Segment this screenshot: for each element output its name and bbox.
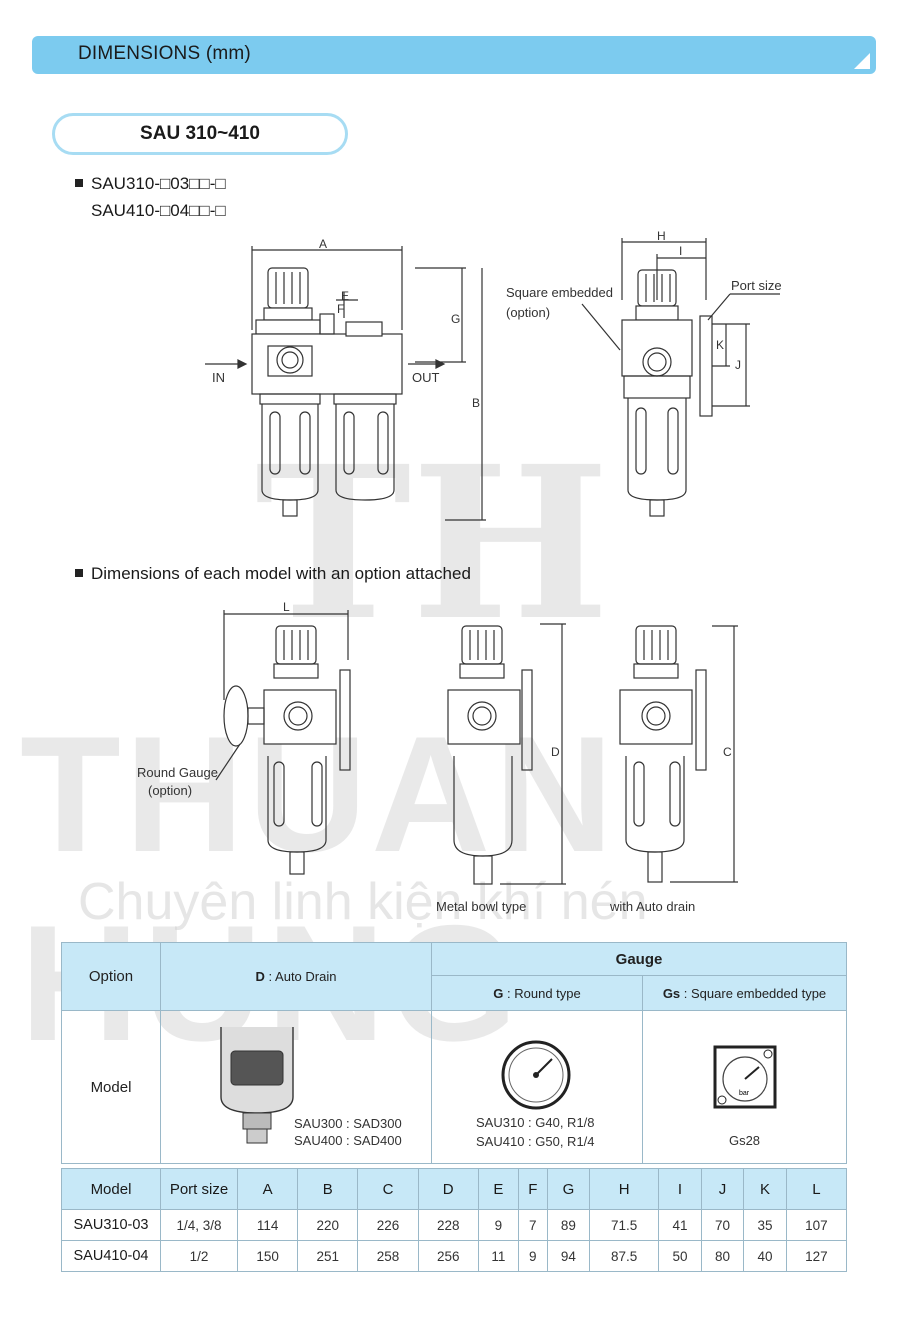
table-cell: 127: [785, 1240, 848, 1272]
table-row: SAU410-04 1/2 150 251 258 256 11 9 94 87…: [61, 1240, 848, 1272]
table-cell: 9: [517, 1240, 548, 1272]
dim-label-e: E: [341, 289, 350, 303]
col-a: A: [236, 1168, 299, 1210]
table-row: SAU310-03 1/4, 3/8 114 220 226 228 9 7 8…: [61, 1209, 848, 1241]
col-c: C: [357, 1168, 419, 1210]
technical-drawings: [205, 238, 780, 885]
table-cell: 87.5: [589, 1240, 660, 1272]
table-cell: 1/2: [160, 1240, 238, 1272]
model-line-1: SAU310-□03□□-□: [75, 174, 226, 194]
label-round-gauge-option: (option): [148, 783, 193, 798]
label-in: IN: [212, 370, 225, 385]
round-gauge-models: SAU310 : G40, R1/8 SAU410 : G50, R1/4: [476, 1115, 595, 1149]
label-port-size: Port size: [731, 278, 782, 293]
section-title: DIMENSIONS (mm): [78, 43, 251, 64]
table-cell: 251: [297, 1240, 359, 1272]
col-i: I: [658, 1168, 702, 1210]
table-cell: 1/4, 3/8: [160, 1209, 238, 1241]
square-type-header: Gs : Square embedded type: [642, 975, 847, 1011]
frl-front-view: [205, 246, 486, 521]
square-gauge-icon: bar: [713, 1045, 777, 1109]
col-d: D: [417, 1168, 479, 1210]
label-metal-bowl: Metal bowl type: [436, 899, 527, 914]
section2-title: Dimensions of each model with an option …: [75, 564, 471, 584]
col-j: J: [700, 1168, 745, 1210]
auto-drain-cell: SAU300 : SAD300 SAU400 : SAD400: [160, 1010, 432, 1164]
dim-label-h: H: [657, 229, 666, 243]
frl-side-view: [581, 238, 780, 517]
dim-label-a: A: [319, 237, 328, 251]
table-cell: 40: [743, 1240, 787, 1272]
table-cell: 71.5: [589, 1209, 660, 1241]
square-gauge-model: Gs28: [728, 1133, 761, 1148]
option-view-round-gauge: [215, 610, 351, 875]
gauge-header: Gauge: [431, 942, 847, 976]
table-cell: 9: [477, 1209, 519, 1241]
table-cell: SAU310-03: [61, 1209, 161, 1241]
table-cell: 256: [417, 1240, 479, 1272]
option-view-auto-drain: [619, 625, 738, 883]
label-square-option: (option): [506, 305, 551, 320]
label-round-gauge: Round Gauge: [137, 765, 218, 780]
dim-label-f: F: [337, 302, 345, 316]
label-out: OUT: [412, 370, 440, 385]
table-cell: 50: [658, 1240, 702, 1272]
option-view-metal-bowl: [447, 623, 566, 885]
auto-drain-models: SAU300 : SAD300 SAU400 : SAD400: [294, 1116, 402, 1148]
dim-label-k: K: [716, 338, 725, 352]
dim-label-j: J: [735, 358, 741, 372]
col-k: K: [743, 1168, 787, 1210]
table-cell: 11: [477, 1240, 519, 1272]
option-table: Option D : Auto Drain Gauge G : Round ty…: [61, 942, 847, 1164]
table-cell: 226: [357, 1209, 419, 1241]
round-gauge-cell: SAU310 : G40, R1/8 SAU410 : G50, R1/4: [431, 1010, 643, 1164]
dim-label-i: I: [679, 244, 683, 258]
table-cell: 35: [743, 1209, 787, 1241]
bullet-square-icon: [75, 178, 83, 187]
series-title: SAU 310~410: [52, 113, 348, 155]
label-square-embedded: Square embedded: [506, 285, 613, 300]
table-cell: 150: [236, 1240, 299, 1272]
bullet-square-icon: [75, 568, 83, 577]
col-e: E: [477, 1168, 519, 1210]
table-cell: 258: [357, 1240, 419, 1272]
gauge-unit-label: bar: [739, 1090, 750, 1097]
table-cell: 107: [785, 1209, 848, 1241]
label-auto-drain: with Auto drain: [610, 899, 696, 914]
col-g: G: [546, 1168, 591, 1210]
table-cell: SAU410-04: [61, 1240, 161, 1272]
table-cell: 7: [517, 1209, 548, 1241]
col-model: Model: [61, 1168, 161, 1210]
dimension-header-row: Model Port size A B C D E F G H I J K L: [61, 1168, 848, 1210]
auto-drain-header: D : Auto Drain: [160, 942, 432, 1011]
table-cell: 114: [236, 1209, 299, 1241]
option-header: Option: [61, 942, 161, 1011]
col-b: B: [297, 1168, 359, 1210]
round-type-header: G : Round type: [431, 975, 643, 1011]
table-cell: 94: [546, 1240, 591, 1272]
dim-label-l: L: [283, 600, 290, 614]
table-cell: 41: [658, 1209, 702, 1241]
auto-drain-icon: [220, 1027, 294, 1144]
col-f: F: [517, 1168, 548, 1210]
dim-label-b: B: [472, 396, 481, 410]
table-cell: 228: [417, 1209, 479, 1241]
table-cell: 70: [700, 1209, 745, 1241]
corner-triangle-icon: [854, 53, 870, 69]
model-line-2: SAU410-□04□□-□: [91, 201, 226, 220]
table-cell: 80: [700, 1240, 745, 1272]
dim-label-c: C: [723, 745, 732, 759]
dim-label-g: G: [451, 312, 461, 326]
col-l: L: [785, 1168, 848, 1210]
square-gauge-cell: bar Gs28: [642, 1010, 847, 1164]
round-gauge-icon: [501, 1040, 571, 1110]
col-port-size: Port size: [160, 1168, 238, 1210]
dim-label-d: D: [551, 745, 560, 759]
model-row-label: Model: [61, 1010, 161, 1164]
col-h: H: [589, 1168, 660, 1210]
dimension-table: Model Port size A B C D E F G H I J K L …: [61, 1168, 848, 1272]
table-cell: 89: [546, 1209, 591, 1241]
section-banner: DIMENSIONS (mm): [32, 36, 876, 74]
table-cell: 220: [297, 1209, 359, 1241]
